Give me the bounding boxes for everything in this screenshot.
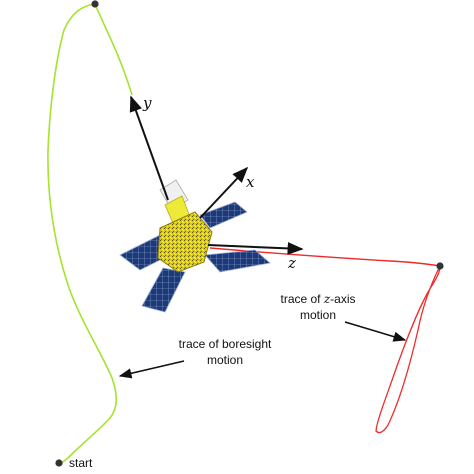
point-marker-icon <box>55 459 63 467</box>
x-axis-label: x <box>246 173 255 191</box>
solar-panel-bottom <box>141 267 186 313</box>
zaxis-caption-line2: motion <box>300 308 336 322</box>
zaxis-caption-arrow <box>344 321 407 342</box>
boresight-trace-upper <box>94 3 133 96</box>
zaxis-caption-line1: trace of z-axis <box>280 292 355 306</box>
point-marker-icon <box>91 0 99 8</box>
x-axis-arrow <box>199 166 249 219</box>
z-axis-label: z <box>287 254 296 272</box>
zaxis-caption-symbol: z <box>323 292 331 306</box>
point-marker-icon <box>436 262 444 270</box>
z-axis-arrow <box>207 241 304 255</box>
y-axis-label: y <box>142 94 152 112</box>
spacecraft-bus <box>157 211 213 273</box>
solar-panel-top <box>199 201 248 229</box>
start-label: start <box>69 456 93 470</box>
boresight-caption-line2: motion <box>207 353 243 367</box>
boresight-caption-line1: trace of boresight <box>179 337 272 351</box>
zaxis-caption-suffix: -axis <box>330 292 355 306</box>
satellite-icon <box>119 179 271 313</box>
y-axis-arrow <box>129 95 169 201</box>
boresight-caption-arrow <box>118 360 185 379</box>
solar-panel-right <box>204 249 271 273</box>
boresight-trace <box>47 3 118 464</box>
zaxis-trace-loop <box>375 265 441 434</box>
zaxis-caption-prefix: trace of <box>280 292 323 306</box>
